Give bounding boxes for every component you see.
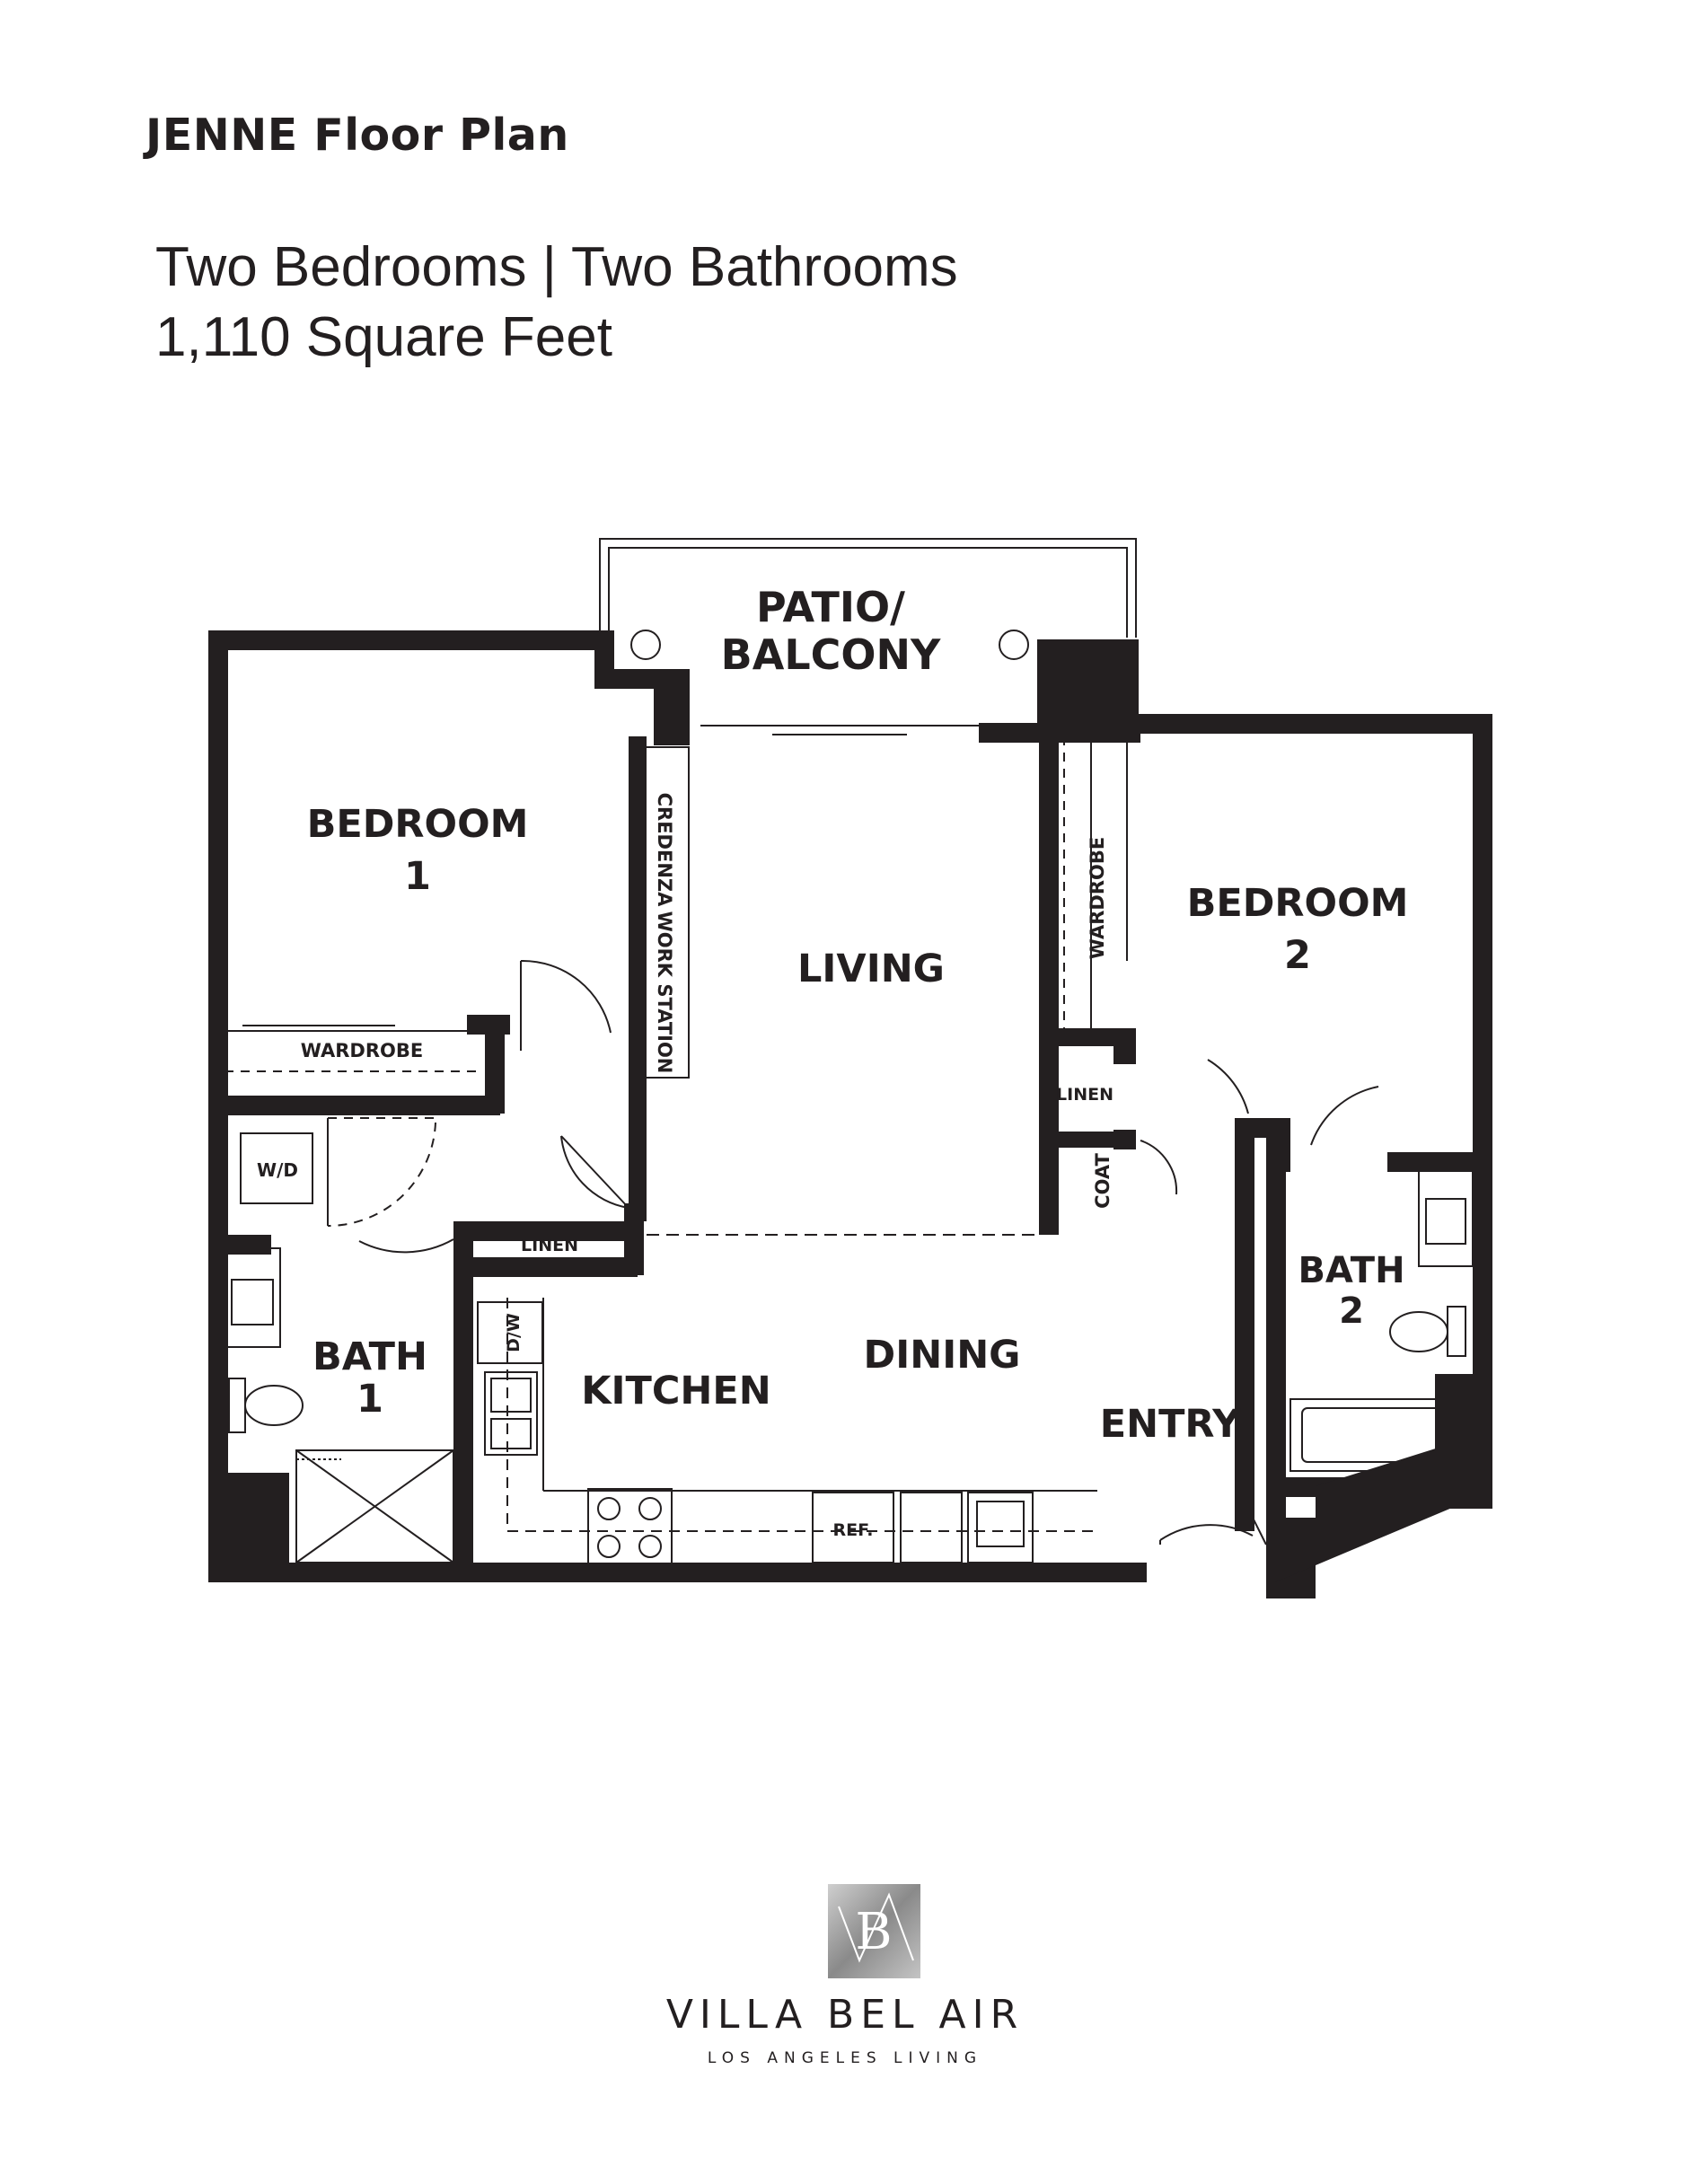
label-coat: COAT: [1092, 1153, 1113, 1209]
brand-logo: B: [828, 1884, 920, 1978]
brand-monogram-icon: B: [828, 1884, 920, 1978]
fixture-lines: [224, 637, 1487, 1569]
label-entry: ENTRY: [1100, 1402, 1241, 1447]
label-bath1-1: BATH: [312, 1334, 427, 1379]
label-wardrobe1: WARDROBE: [301, 1040, 423, 1061]
label-patio-2: BALCONY: [721, 630, 941, 679]
walls: [208, 630, 1492, 1598]
label-bedroom1-2: 1: [404, 854, 431, 899]
label-linen-hall: LINEN: [521, 1236, 578, 1255]
label-bath2-1: BATH: [1298, 1250, 1404, 1291]
fixture-labels: WARDROBE WARDROBE CREDENZA WORK STATION …: [257, 793, 1113, 1540]
unit-area: 1,110 Square Feet: [155, 306, 612, 368]
label-washer-dryer: W/D: [257, 1159, 298, 1181]
label-bedroom1-1: BEDROOM: [307, 802, 529, 847]
label-living: LIVING: [797, 947, 945, 991]
page-title: JENNE Floor Plan: [145, 110, 569, 161]
label-kitchen: KITCHEN: [581, 1369, 771, 1413]
label-dining: DINING: [864, 1333, 1021, 1378]
label-refrigerator: REF.: [832, 1520, 873, 1540]
patio-balcony: [599, 538, 1137, 660]
brand-monogram: B: [855, 1903, 892, 1961]
label-bedroom2-1: BEDROOM: [1187, 881, 1409, 926]
label-linen-bedroom2: LINEN: [1056, 1085, 1113, 1105]
label-bath1-2: 1: [356, 1377, 383, 1422]
room-labels: PATIO/ BALCONY BEDROOM 1 BEDROOM 2 LIVIN…: [307, 583, 1409, 1447]
label-dishwasher: D/W: [504, 1313, 524, 1352]
label-work-station: WORK STATION: [654, 911, 675, 1074]
unit-summary: Two Bedrooms | Two Bathrooms: [155, 236, 958, 298]
label-wardrobe2: WARDROBE: [1087, 837, 1108, 959]
label-bedroom2-2: 2: [1284, 933, 1311, 978]
brand-tagline: LOS ANGELES LIVING: [707, 2049, 983, 2067]
brand-name: VILLA BEL AIR: [665, 1992, 1025, 2038]
label-patio-1: PATIO/: [756, 583, 905, 631]
label-credenza: CREDENZA: [654, 793, 675, 908]
label-bath2-2: 2: [1339, 1290, 1364, 1332]
